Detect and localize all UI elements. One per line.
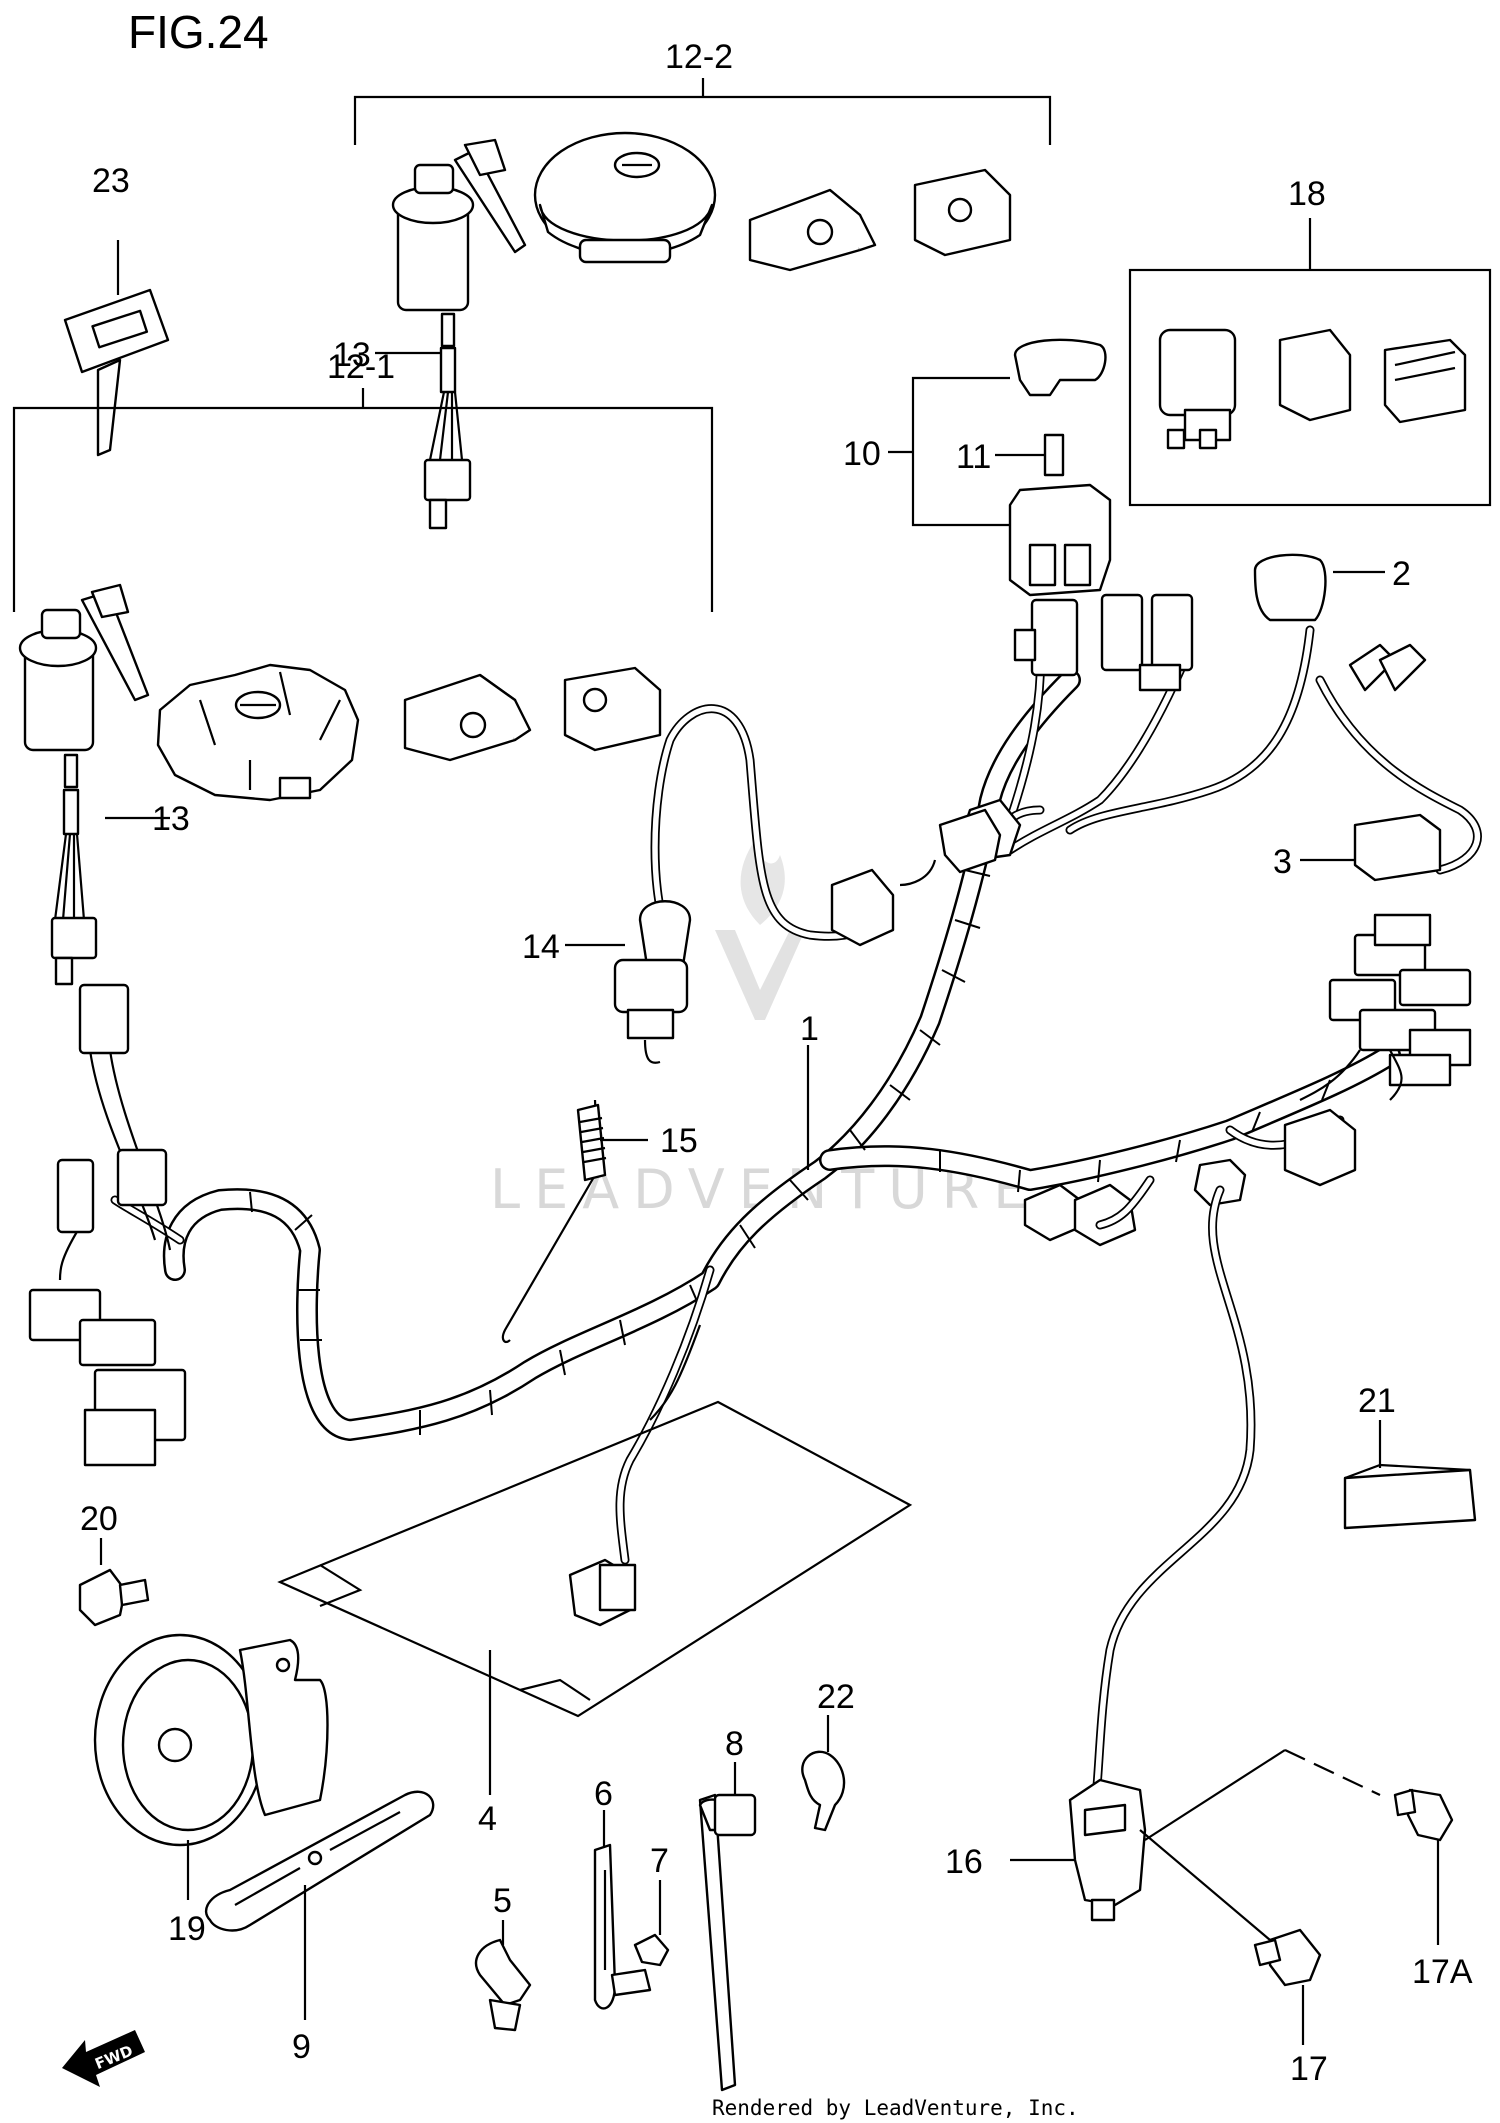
lock-cover-upper-a (748, 188, 877, 272)
callout-labels: 12-2 23 18 13 12-1 10 11 2 13 3 14 1 15 … (80, 38, 1473, 2088)
callout-12-1: 12-1 (327, 348, 395, 386)
callout-16: 16 (945, 1843, 983, 1881)
callout-10: 10 (843, 435, 881, 473)
main-wiring-harness (162, 669, 1401, 1441)
callout-23: 23 (92, 162, 130, 200)
callout-9: 9 (292, 2028, 311, 2066)
clamp-5 (474, 1920, 532, 2032)
lead-to-switch-16 (1090, 1185, 1256, 1815)
callout-5: 5 (493, 1882, 512, 1920)
ignition-switch-lower (18, 583, 150, 986)
callout-8: 8 (725, 1725, 744, 1763)
lock-cover-lower-b (563, 666, 662, 752)
ignition-switch-upper (391, 138, 527, 530)
callout-11: 11 (956, 438, 991, 476)
forward-arrow: FWD (62, 2030, 145, 2087)
callout-20: 20 (80, 1500, 118, 1538)
band-8 (698, 1762, 757, 2092)
callout-3: 3 (1273, 843, 1292, 881)
callout-4: 4 (478, 1800, 497, 1838)
screw-17a (1393, 1788, 1454, 1945)
screw-17 (1253, 1928, 1322, 2045)
clamp-6 (593, 1810, 652, 2010)
screw-7 (633, 1880, 670, 1967)
figure-title: FIG.24 (128, 6, 269, 58)
connectors-right-cluster (1023, 913, 1472, 1247)
pad-21 (1343, 1420, 1477, 1530)
callout-22: 22 (817, 1678, 855, 1716)
callout-18: 18 (1288, 175, 1326, 213)
callout-7: 7 (650, 1842, 669, 1880)
leader-lines (105, 240, 1385, 1170)
brake-switch-14 (613, 704, 1002, 1064)
fuel-cap-upper (533, 131, 717, 264)
key-23 (63, 288, 170, 457)
horn-19 (93, 1633, 329, 1900)
callout-19: 19 (168, 1910, 206, 1948)
fuel-cap-lower (156, 663, 360, 802)
callout-17a: 17A (1412, 1953, 1473, 1991)
render-credit: Rendered by LeadVenture, Inc. (712, 2096, 1079, 2120)
spring-15 (501, 1099, 607, 1344)
callout-21: 21 (1358, 1382, 1396, 1420)
connectors-left-cluster (28, 983, 187, 1467)
connectors-upper (958, 553, 1442, 882)
callout-14: 14 (522, 928, 560, 966)
callout-13-lower: 13 (152, 800, 190, 838)
lock-cover-lower-a (403, 673, 532, 762)
clamp-9 (204, 1790, 435, 2020)
callout-17: 17 (1290, 2050, 1328, 2088)
bolt-20 (78, 1538, 150, 1627)
callout-1: 1 (800, 1010, 819, 1048)
relay-kit-box-18 (1128, 218, 1492, 507)
switch-16 (1010, 1749, 1381, 1941)
bracket-12-1 (12, 388, 714, 612)
clamp-22 (801, 1715, 846, 1832)
callout-2: 2 (1392, 555, 1411, 593)
callout-12-2: 12-2 (665, 38, 733, 76)
fuse-holder-10 (888, 338, 1112, 597)
manual-sheet-4 (277, 1400, 913, 1795)
bracket-12-2 (353, 78, 1052, 145)
lock-cover-upper-b (913, 168, 1012, 257)
callout-15: 15 (660, 1122, 698, 1160)
harness-lower-branch (568, 1265, 715, 1627)
callout-13-upper: 13 (333, 336, 371, 374)
callout-6: 6 (594, 1775, 613, 1813)
